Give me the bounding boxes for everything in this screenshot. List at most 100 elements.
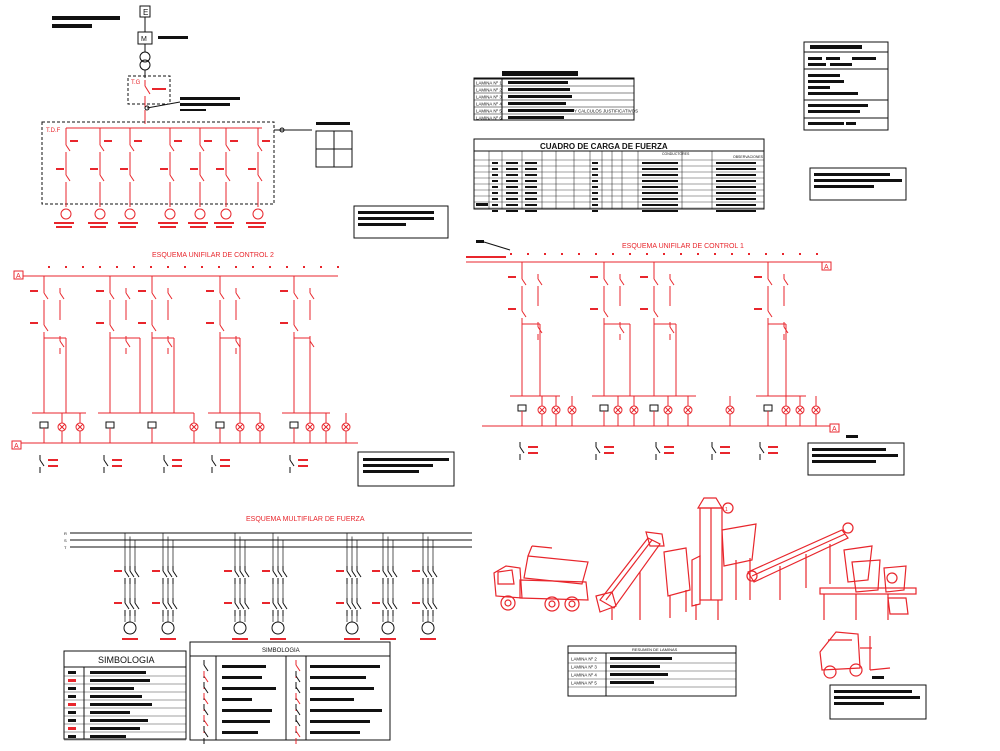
motor-icon: [194, 208, 206, 220]
motor-icon: [220, 208, 232, 220]
feeder-3: [118, 128, 142, 228]
lamina-row-label: LAMINA Nº 3: [476, 95, 502, 100]
control-branch-3: [640, 262, 696, 426]
resumen-row-label: LAMINA Nº 4: [571, 673, 597, 678]
simbologia-left-row: [64, 695, 186, 701]
lamp-branch-6: [663, 396, 673, 426]
simbologia-left-title: SIMBOLOGIA: [98, 655, 155, 665]
lamp-branch-4: [613, 396, 623, 426]
motor-icon: [94, 208, 106, 220]
control-branch-3: [138, 276, 194, 443]
conveyor-2-icon: [746, 522, 854, 600]
coil-icon: [517, 404, 527, 412]
simbologia-right-row: [203, 726, 360, 744]
coil-icon: [649, 404, 659, 412]
feeder-2: [88, 128, 112, 228]
cuadro-row: [492, 180, 756, 182]
motor-icon: [124, 208, 136, 220]
tdf-enclosure: [41, 121, 275, 205]
legend-switch: [711, 442, 730, 460]
lamp-branch-1: [537, 396, 547, 426]
motor-icon: [345, 621, 359, 635]
cuadro-row: [492, 192, 756, 194]
plant-illustration: 1: [493, 497, 917, 679]
resumen-title: RESUMEN DE LAMINAS: [632, 647, 678, 652]
dump-truck-icon: [493, 545, 589, 612]
cuadro-row: [492, 204, 756, 206]
cuadro-col-observaciones: OBSERVACIONES: [733, 155, 764, 159]
lamp-branch-8: [725, 396, 735, 426]
multifilar-branch-4: [262, 533, 288, 640]
coil-icon: [289, 421, 299, 429]
lamina-row: LAMINA Nº 4: [474, 99, 634, 107]
lamp-branch-1: [57, 413, 67, 443]
feeder-5: [188, 128, 212, 228]
multifilar-branch-3: [224, 533, 250, 640]
cuadro-row: [492, 168, 756, 170]
lamp-branch-11: [811, 396, 821, 426]
coil-icon: [105, 421, 115, 429]
cuadro-row: [492, 210, 756, 212]
lamina-row: LAMINA Nº 2: [474, 85, 634, 93]
resumen-row: LAMINA Nº 3: [568, 665, 736, 672]
lamp-branch-2: [551, 396, 561, 426]
multifilar-branch-5: [336, 533, 362, 640]
note-box-2: [809, 167, 907, 201]
note-box-1: [353, 205, 449, 239]
resumen-row: LAMINA Nº 2: [568, 657, 736, 664]
conveyor-1-icon: [595, 531, 691, 620]
motor-icon: [123, 621, 137, 635]
resumen-row: LAMINA Nº 5: [568, 681, 736, 688]
legend-switch: [103, 455, 122, 473]
simbologia-left-row: [64, 735, 186, 741]
motor-icon: [421, 621, 435, 635]
lamina-row-label: LAMINA Nº 5: [476, 109, 502, 114]
lamp-branch-3: [189, 413, 199, 443]
simbologia-left-table: SIMBOLOGIA: [63, 650, 187, 741]
simbologia-right-row: [203, 671, 366, 689]
control-branch-4: [754, 262, 806, 426]
cuadro-row: [492, 174, 756, 176]
multifilar-branch-2: [152, 533, 178, 640]
control-1-bus-label-bottom: A: [832, 426, 837, 433]
note-box-4: [807, 435, 905, 476]
multifilar-branch-7: [412, 533, 438, 640]
cuadro-row: [492, 198, 756, 200]
resumen-row-label: LAMINA Nº 2: [571, 657, 597, 662]
control-2-bus-label-top: A: [16, 273, 21, 280]
lamp-branch-2: [75, 413, 85, 443]
coil-icon: [215, 421, 225, 429]
tgd-enclosure: [127, 75, 171, 105]
simbologia-left-row: [64, 687, 186, 693]
feeder-1: [54, 128, 78, 228]
simbologia-right-row: [203, 660, 380, 678]
motor-icon: [233, 621, 247, 635]
note-box-3: [357, 451, 455, 487]
control-2-bus-label-bottom: A: [14, 443, 19, 450]
cuadro-col-conductores: CONDUCTORES: [662, 152, 690, 156]
legend-switch: [289, 455, 308, 473]
motor-icon: [271, 621, 285, 635]
resumen-row-label: LAMINA Nº 3: [571, 665, 597, 670]
svg-text:1: 1: [725, 507, 728, 513]
lamina-row-label: LAMINA Nº 2: [476, 88, 502, 93]
lamina-row: LAMINA Nº 6: [474, 113, 634, 121]
svg-text:M: M: [141, 36, 147, 43]
control-2-title: ESQUEMA UNIFILAR DE CONTROL 2: [152, 252, 274, 259]
cuadro-row: [492, 186, 756, 188]
coil-icon: [763, 404, 773, 412]
phase-s-label: S: [64, 538, 67, 543]
simbologia-left-row: [64, 727, 186, 733]
lamp-branch-5: [629, 396, 639, 426]
feeder-7: [246, 128, 270, 228]
simbologia-left-row: [64, 679, 186, 685]
lamina-row: LAMINA Nº 1: [476, 81, 568, 86]
control-branch-4: [206, 276, 260, 443]
cuadro-de-carga-table: CUADRO DE CARGA DE FUERZA CONDUCTORES OB…: [473, 138, 765, 212]
legend-switch: [163, 455, 182, 473]
multifilar-title: ESQUEMA MULTIFILAR DE FUERZA: [246, 516, 365, 523]
control-branch-1: [508, 262, 560, 426]
resumen-row: LAMINA Nº 4: [568, 673, 736, 680]
